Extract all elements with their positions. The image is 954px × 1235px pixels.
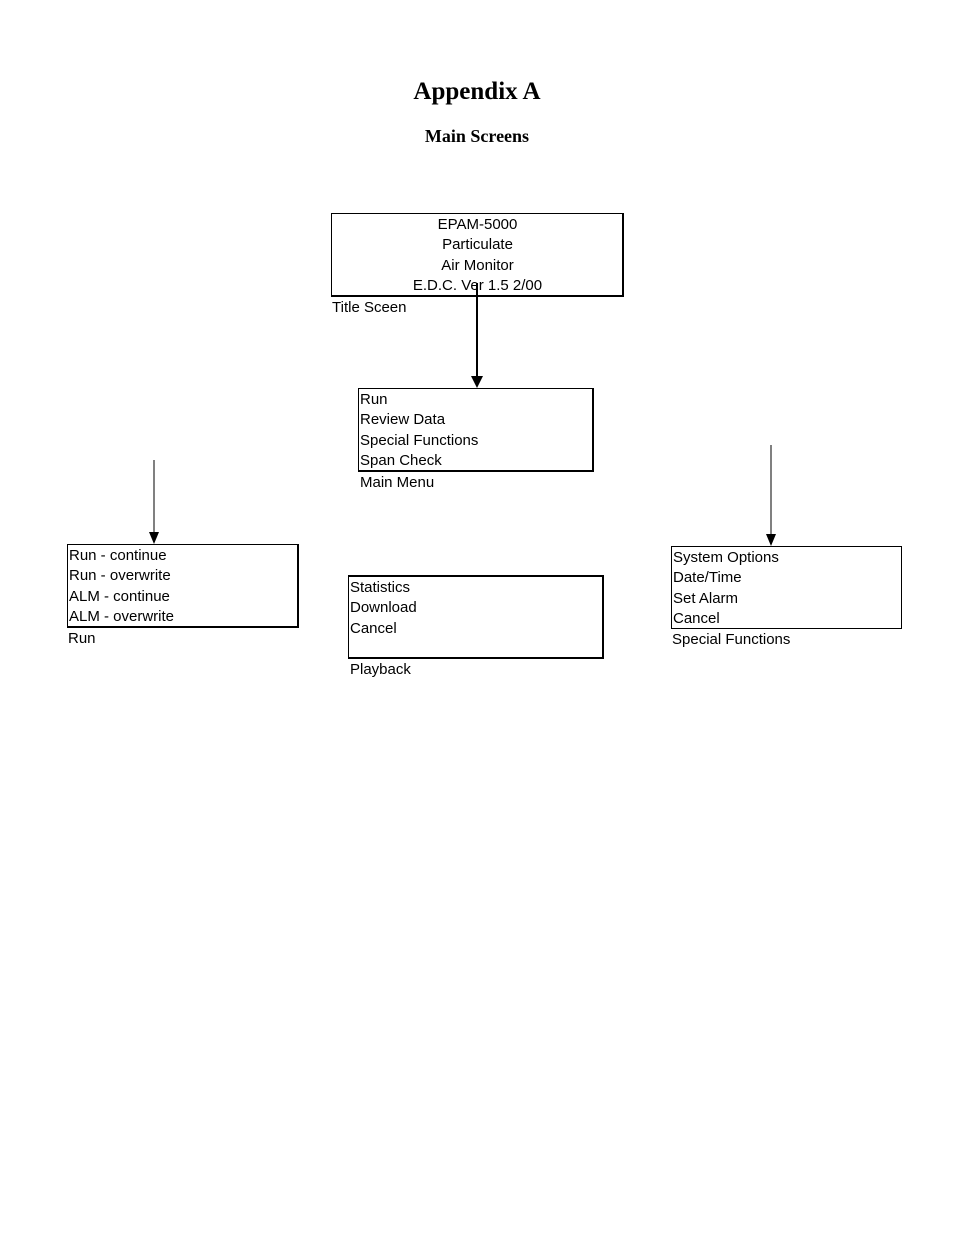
menu-item: Statistics	[350, 579, 411, 596]
screen-line: Air Monitor	[441, 256, 514, 274]
playback-box: Statistics Download Cancel	[348, 575, 604, 659]
menu-item: Cancel	[350, 619, 397, 637]
menu-item: Cancel	[673, 609, 720, 627]
menu-item: Date/Time	[673, 569, 742, 587]
arrow-title-to-main-menu	[471, 283, 483, 388]
title-screen-label: Title Sceen	[332, 299, 407, 316]
main-menu-label: Main Menu	[360, 474, 435, 491]
special-functions-box: System Options Date/Time Set Alarm Cance…	[671, 546, 902, 629]
title-screen-box: EPAM-5000 Particulate Air Monitor E.D.C.…	[331, 213, 624, 297]
run-label: Run	[68, 630, 96, 647]
screen-line: Particulate	[442, 236, 513, 254]
screen-line: EPAM-5000	[437, 216, 518, 233]
menu-item: System Options	[673, 549, 779, 566]
arrow-to-run	[149, 460, 159, 544]
playback-label: Playback	[350, 661, 411, 678]
menu-item: Download	[350, 599, 417, 617]
menu-item: ALM - continue	[69, 587, 170, 605]
special-functions-label: Special Functions	[672, 631, 791, 648]
menu-item: Span Check	[360, 451, 442, 469]
page-subtitle: Main Screens	[424, 126, 530, 146]
arrow-to-special-functions	[766, 445, 776, 546]
menu-item: Special Functions	[360, 431, 479, 449]
menu-item: Review Data	[360, 411, 446, 429]
main-menu-box: Run Review Data Special Functions Span C…	[358, 388, 594, 472]
page-title: Appendix A	[413, 78, 541, 105]
menu-item: Set Alarm	[673, 589, 739, 607]
menu-item: Run - overwrite	[69, 567, 171, 585]
menu-item: ALM - overwrite	[69, 607, 175, 625]
menu-item: Run - continue	[69, 547, 167, 564]
menu-item: Run	[360, 391, 388, 408]
run-box: Run - continue Run - overwrite ALM - con…	[67, 544, 299, 628]
screen-line: E.D.C. Ver 1.5 2/00	[412, 276, 543, 294]
